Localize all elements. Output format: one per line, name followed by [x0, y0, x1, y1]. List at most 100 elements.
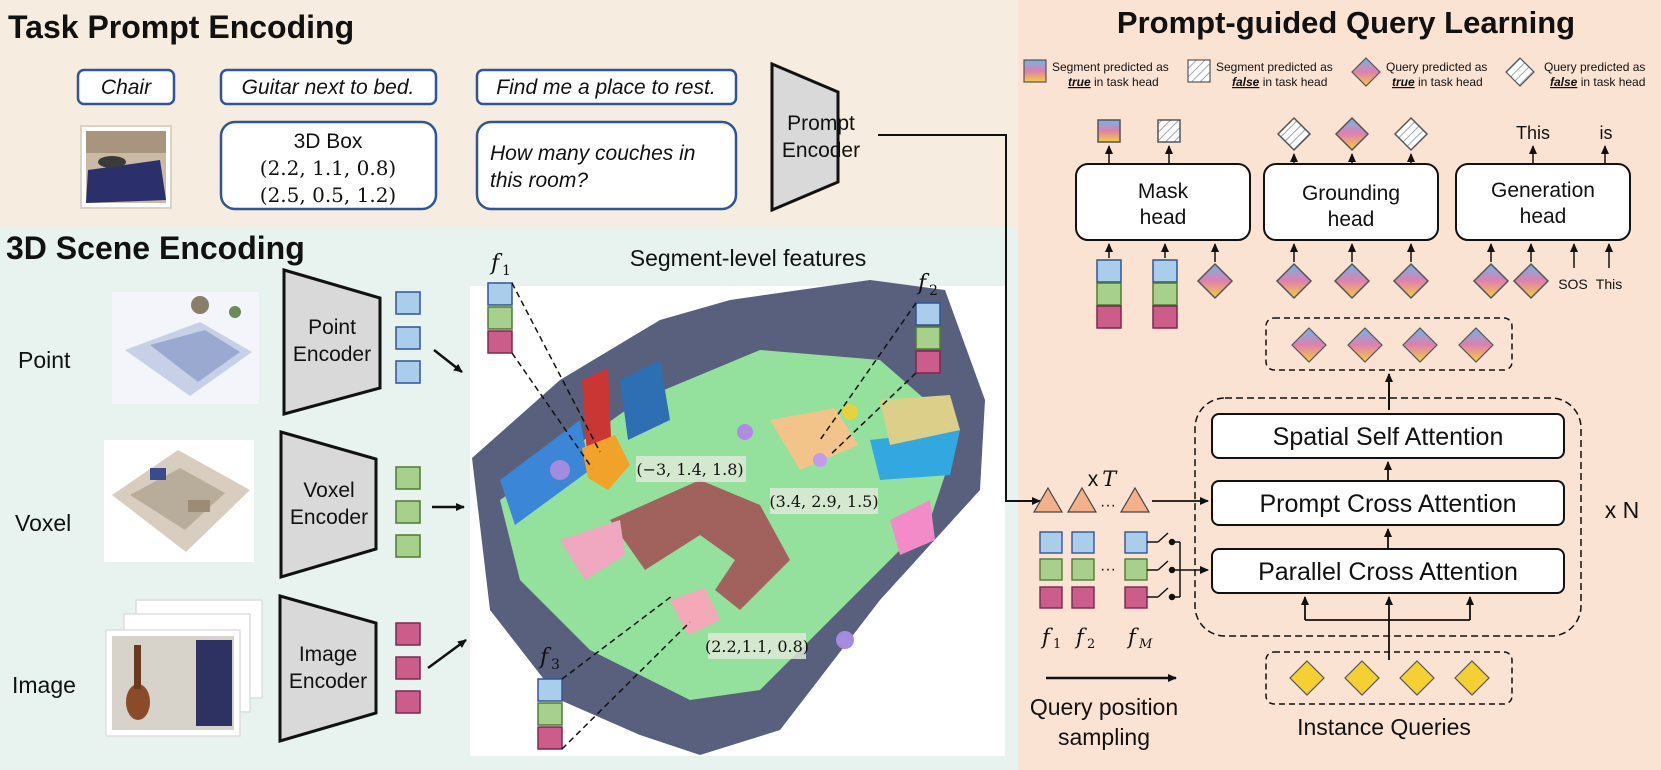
svg-text:Parallel Cross Attention: Parallel Cross Attention [1258, 558, 1518, 586]
svg-text:Query predicted as: Query predicted as [1386, 60, 1487, 74]
svg-text:(3.4, 2.9, 1.5): (3.4, 2.9, 1.5) [769, 492, 878, 511]
prompt-encoder-line2: Encoder [782, 139, 860, 162]
head-inputs [1096, 243, 1613, 329]
prompt-3d-box: 3D Box (2.2, 1.1, 0.8) (2.5, 0.5, 1.2) [219, 120, 438, 211]
right-panel-bg [1018, 0, 1661, 770]
box-coord-1: (2.2, 1.1, 0.8) [260, 156, 396, 180]
legend: Segment predicted as true in task head S… [1023, 57, 1645, 89]
task-prompt-title: Task Prompt Encoding [8, 9, 354, 45]
svg-text:Query predicted as: Query predicted as [1544, 60, 1645, 74]
image-encoder-line1: Image [299, 643, 357, 666]
gen-output-1: This [1516, 123, 1550, 143]
image-encoder-line2: Encoder [289, 670, 367, 693]
decoder-block [1194, 397, 1582, 637]
prompt-cross-attention: Prompt Cross Attention [1211, 480, 1565, 526]
svg-text:M: M [1138, 637, 1153, 652]
prompt-rest: Find me a place to rest. [475, 68, 738, 106]
generation-head: Generation head [1455, 163, 1631, 241]
svg-text:f: f [1040, 625, 1053, 649]
row-label-point: Point [18, 347, 71, 373]
scene-3d-render [470, 280, 1005, 756]
image-feature-tokens [395, 622, 421, 714]
prompt-encoder-connector [878, 134, 1041, 505]
svg-text:Prompt Cross Attention: Prompt Cross Attention [1259, 490, 1516, 518]
image-stack [105, 599, 263, 737]
grounding-head: Grounding head [1263, 163, 1439, 241]
svg-text:Spatial Self Attention: Spatial Self Attention [1273, 423, 1504, 451]
point-to-scene-arrow [433, 349, 463, 373]
svg-text:1: 1 [502, 263, 511, 279]
point-encoder: Point Encoder [282, 268, 382, 416]
mask-head: Mask head [1075, 163, 1251, 241]
prompt-chair: Chair [76, 68, 176, 106]
head-outputs [1097, 116, 1609, 164]
instance-queries-label: Instance Queries [1297, 714, 1471, 740]
prompt-tokens-dots: ··· [1100, 497, 1116, 514]
couches-line-1: How many couches in [490, 142, 695, 165]
switch-connectors [1147, 532, 1209, 601]
feature-f2: f 2 [915, 271, 941, 374]
sampling-label-1: Query position [1030, 694, 1178, 720]
svg-text:2: 2 [929, 283, 938, 299]
svg-text:head: head [1140, 206, 1187, 229]
image-to-scene-arrow [427, 638, 467, 670]
gen-input-this: This [1596, 276, 1622, 292]
prompt-tokens [1032, 486, 1151, 513]
coord-tag-2: (3.4, 2.9, 1.5) [769, 488, 879, 514]
box-label: 3D Box [294, 130, 363, 153]
point-encoder-line1: Point [308, 316, 356, 339]
instance-queries [1265, 651, 1513, 705]
svg-text:head: head [1520, 205, 1567, 228]
voxel-encoder: Voxel Encoder [279, 430, 378, 580]
gen-input-sos: SOS [1558, 276, 1588, 292]
coord-tag-1: (−3, 1.4, 1.8) [636, 456, 746, 482]
coord-tag-3: (2.2,1.1, 0.8) [705, 633, 809, 659]
svg-text:3: 3 [551, 657, 560, 673]
prompt-encoder: Prompt Encoder [770, 61, 860, 213]
segment-features-title: Segment-level features [630, 245, 867, 271]
svg-text:true in task head: true in task head [1392, 75, 1483, 89]
svg-text:Mask: Mask [1138, 180, 1189, 203]
prompt-guitar-text: Guitar next to bed. [242, 76, 415, 99]
segment-feature-columns [1039, 531, 1148, 609]
prompt-encoder-line1: Prompt [787, 112, 855, 135]
prompt-guitar: Guitar next to bed. [219, 68, 438, 106]
decoder-internal-arrows [1301, 461, 1474, 660]
box-coord-2: (2.5, 0.5, 1.2) [260, 183, 396, 207]
row-label-voxel: Voxel [15, 510, 71, 536]
svg-text:f: f [1074, 625, 1087, 649]
point-encoder-line2: Encoder [293, 343, 371, 366]
output-queries [1265, 317, 1513, 371]
feature-leader-lines [511, 282, 917, 750]
prompt-chair-text: Chair [101, 76, 152, 99]
svg-text:Generation: Generation [1491, 179, 1595, 202]
couches-line-2: this room? [490, 169, 588, 192]
prompt-bed-image [80, 125, 172, 209]
spatial-self-attention: Spatial Self Attention [1211, 413, 1565, 459]
query-title: Prompt-guided Query Learning [1117, 5, 1575, 40]
svg-text:Grounding: Grounding [1302, 182, 1400, 205]
svg-text:1: 1 [1053, 637, 1061, 652]
scene-title: 3D Scene Encoding [6, 230, 305, 266]
gen-output-2: is [1600, 123, 1613, 143]
svg-text:Segment predicted as: Segment predicted as [1052, 60, 1169, 74]
sampling-label-2: sampling [1058, 724, 1150, 750]
image-encoder: Image Encoder [278, 594, 378, 743]
parallel-cross-attention: Parallel Cross Attention [1211, 548, 1565, 594]
svg-text:2: 2 [1087, 637, 1095, 652]
point-cloud-image [112, 292, 259, 404]
voxel-feature-tokens [395, 466, 421, 558]
voxel-encoder-line1: Voxel [303, 479, 354, 502]
svg-text:(2.2,1.1, 0.8): (2.2,1.1, 0.8) [705, 637, 809, 656]
voxel-encoder-line2: Encoder [290, 506, 368, 529]
svg-text:(−3, 1.4, 1.8): (−3, 1.4, 1.8) [636, 460, 743, 479]
svg-text:false in task head: false in task head [1232, 75, 1327, 89]
segment-f-labels: f 1 f 2 f M [1040, 625, 1153, 652]
svg-text:f: f [1126, 625, 1139, 649]
svg-text:true in task head: true in task head [1068, 75, 1159, 89]
svg-text:head: head [1328, 208, 1375, 231]
prompt-rest-text: Find me a place to rest. [496, 76, 715, 99]
svg-text:false in task head: false in task head [1550, 75, 1645, 89]
prompt-couches: How many couches in this room? [475, 120, 738, 211]
